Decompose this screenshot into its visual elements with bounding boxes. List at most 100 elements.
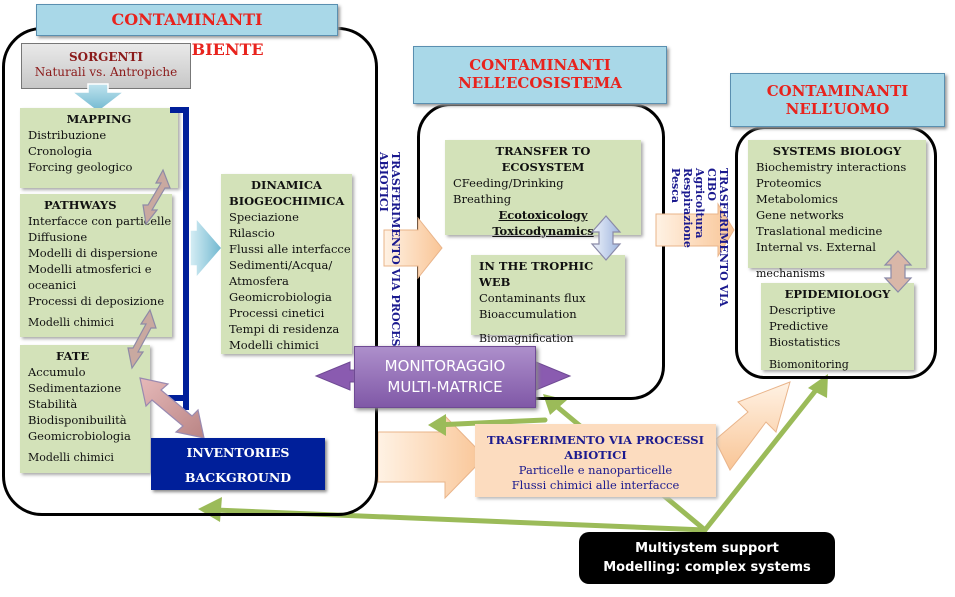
vertical-food-label: TRASFERIMENTO VIA CIBO Agricoltura Respi… — [669, 168, 730, 307]
systems-biology-item: Gene networks — [756, 208, 844, 222]
trophic-web-footer: Biomagnification — [479, 332, 574, 345]
mapping-box: MAPPING Distribuzione Cronologia Forcing… — [20, 108, 178, 188]
transfer-ecosystem-item: CFeeding/Drinking — [453, 176, 564, 190]
monitoraggio-box: MONITORAGGIO MULTI-MATRICE — [354, 346, 536, 408]
pathways-fate-double-arrow — [127, 308, 157, 370]
to-human-food-arrow — [655, 202, 735, 258]
eco-trophic-double-arrow — [590, 215, 622, 261]
mapping-item: Forcing geologico — [28, 160, 133, 174]
fate-title: FATE — [56, 349, 90, 363]
abiotic-processes-item: Particelle e nanoparticelle — [518, 463, 673, 477]
systems-biology-item: Internal vs. External — [756, 240, 876, 254]
vertical-food-line2: CIBO — [705, 168, 718, 201]
abiotic-processes-title-2: ABIOTICI — [564, 448, 627, 462]
systems-biology-item: Traslational medicine — [756, 224, 883, 238]
header-uomo-line2: NELL’UOMO — [785, 100, 890, 118]
fate-item: Geomicrobiologia — [28, 429, 131, 443]
vertical-abiotic-line1: TRASFERIMENTO VIA PROCESSI — [389, 152, 402, 360]
navy-bracket — [168, 107, 189, 401]
header-ecosistema-line2: NELL’ECOSISTEMA — [458, 74, 622, 92]
pathways-item: Modelli di dispersione — [28, 246, 158, 260]
mapping-pathways-double-arrow — [142, 168, 171, 226]
vertical-food-line5: Pesca — [669, 168, 682, 203]
vertical-food-line4: Respirazione — [681, 168, 694, 248]
dinamica-item: Processi cinetici — [229, 306, 325, 320]
pathways-title: PATHWAYS — [44, 198, 117, 212]
trophic-web-box: IN THE TROPHIC WEB Contaminants flux Bio… — [471, 255, 625, 345]
to-human-arrow — [714, 381, 791, 471]
header-ecosistema-line1: CONTAMINANTI — [469, 56, 611, 74]
to-ecosystem-arrow — [383, 216, 443, 280]
sorgenti-subtitle: Naturali vs. Antropiche — [34, 65, 178, 79]
dinamica-item: Flussi alle interfacce — [229, 242, 351, 256]
sorgenti-box: SORGENTI Naturali vs. Antropiche — [21, 43, 191, 89]
fate-footer: Modelli chimici — [28, 451, 114, 464]
header-uomo-line1: CONTAMINANTI — [766, 82, 909, 100]
header-uomo: CONTAMINANTI NELL’UOMO — [730, 73, 945, 127]
epidemiology-box: EPIDEMIOLOGY Descriptive Predictive Bios… — [761, 283, 914, 371]
abiotic-processes-title-1: TRASFERIMENTO VIA PROCESSI — [487, 433, 704, 447]
trophic-web-title: IN THE TROPHIC WEB — [479, 259, 594, 289]
fate-item: Stabilità — [28, 397, 78, 411]
mechanisms-label: mechanisms — [756, 267, 826, 280]
sorgenti-down-arrow — [69, 83, 127, 113]
pathways-item: Interfacce con particelle — [28, 214, 172, 228]
dinamica-item: Tempi di residenza — [229, 322, 340, 336]
mapping-title: MAPPING — [66, 112, 132, 126]
dinamica-item: Atmosfera — [229, 274, 289, 288]
dinamica-item: Rilascio — [229, 226, 275, 240]
pathways-item: Processi di deposizione — [28, 294, 165, 308]
systems-biology-item: Metabolomics — [756, 192, 838, 206]
multisystem-box: Multiystem support Modelling: complex sy… — [579, 532, 835, 584]
trophic-web-item: Contaminants flux — [479, 291, 586, 305]
toxicodynamics-label: Toxicodynamics — [492, 224, 594, 238]
ecotoxicology-label: Ecotoxicology — [498, 208, 588, 222]
vertical-food-line1: TRASFERIMENTO VIA — [717, 168, 730, 307]
dinamica-item: Speciazione — [229, 210, 299, 224]
pathways-item: oceanici — [28, 278, 77, 292]
dinamica-item: Modelli chimici — [229, 338, 319, 352]
abiotic-processes-item: Flussi chimici alle interfacce — [511, 478, 680, 492]
monitoraggio-line1: MONITORAGGIO — [384, 357, 506, 375]
dinamica-title-1: DINAMICA — [251, 178, 322, 192]
systems-epi-double-arrow — [883, 250, 913, 293]
multisystem-line2: Modelling: complex systems — [603, 560, 811, 575]
epidemiology-item: Descriptive — [769, 303, 836, 317]
dinamica-title-2: BIOGEOCHIMICA — [229, 194, 345, 208]
epidemiology-item: Biostatistics — [769, 335, 841, 349]
systems-biology-title: SYSTEMS BIOLOGY — [772, 144, 902, 158]
vertical-food-line3: Agricoltura — [693, 168, 706, 239]
uomo-frame — [735, 126, 937, 379]
fate-item: Accumulo — [28, 365, 86, 379]
epidemiology-item: Predictive — [769, 319, 829, 333]
pathways-box: PATHWAYS Interfacce con particelle Diffu… — [20, 194, 172, 337]
pathways-item: Modelli atmosferici e — [28, 262, 152, 276]
pathways-item: Diffusione — [28, 230, 88, 244]
transfer-ecosystem-title: TRANSFER TO ECOSYSTEM — [495, 144, 591, 174]
monitoraggio-line2: MULTI-MATRICE — [387, 378, 503, 396]
mapping-item: Distribuzione — [28, 128, 107, 142]
inventories-box: INVENTORIES BACKGROUND — [151, 438, 325, 490]
inventories-line1: INVENTORIES — [186, 445, 290, 460]
systems-biology-box: SYSTEMS BIOLOGY Biochemistry interaction… — [748, 140, 926, 268]
vertical-abiotic-label: TRASFERIMENTO VIA PROCESSI ABIOTICI — [377, 152, 402, 377]
dinamica-item: Sedimenti/Acqua/ — [229, 258, 333, 272]
vertical-abiotic-line2: ABIOTICI — [377, 152, 390, 212]
epidemiology-title: EPIDEMIOLOGY — [784, 287, 891, 301]
trophic-web-item: Bioaccumulation — [479, 307, 577, 321]
abiotic-processes-box: TRASFERIMENTO VIA PROCESSI ABIOTICI Part… — [475, 424, 716, 497]
pathways-footer: Modelli chimici — [28, 316, 114, 329]
inventories-line2: BACKGROUND — [184, 470, 292, 485]
fate-item: Sedimentazione — [28, 381, 122, 395]
systems-biology-item: Proteomics — [756, 176, 822, 190]
dinamica-arrow — [189, 215, 223, 281]
epidemiology-footer: Biomonitoring — [769, 358, 849, 371]
dinamica-item: Geomicrobiologia — [229, 290, 332, 304]
header-ecosistema: CONTAMINANTI NELL’ECOSISTEMA — [413, 46, 667, 104]
systems-biology-item: Biochemistry interactions — [756, 160, 907, 174]
mapping-item: Cronologia — [28, 144, 93, 158]
